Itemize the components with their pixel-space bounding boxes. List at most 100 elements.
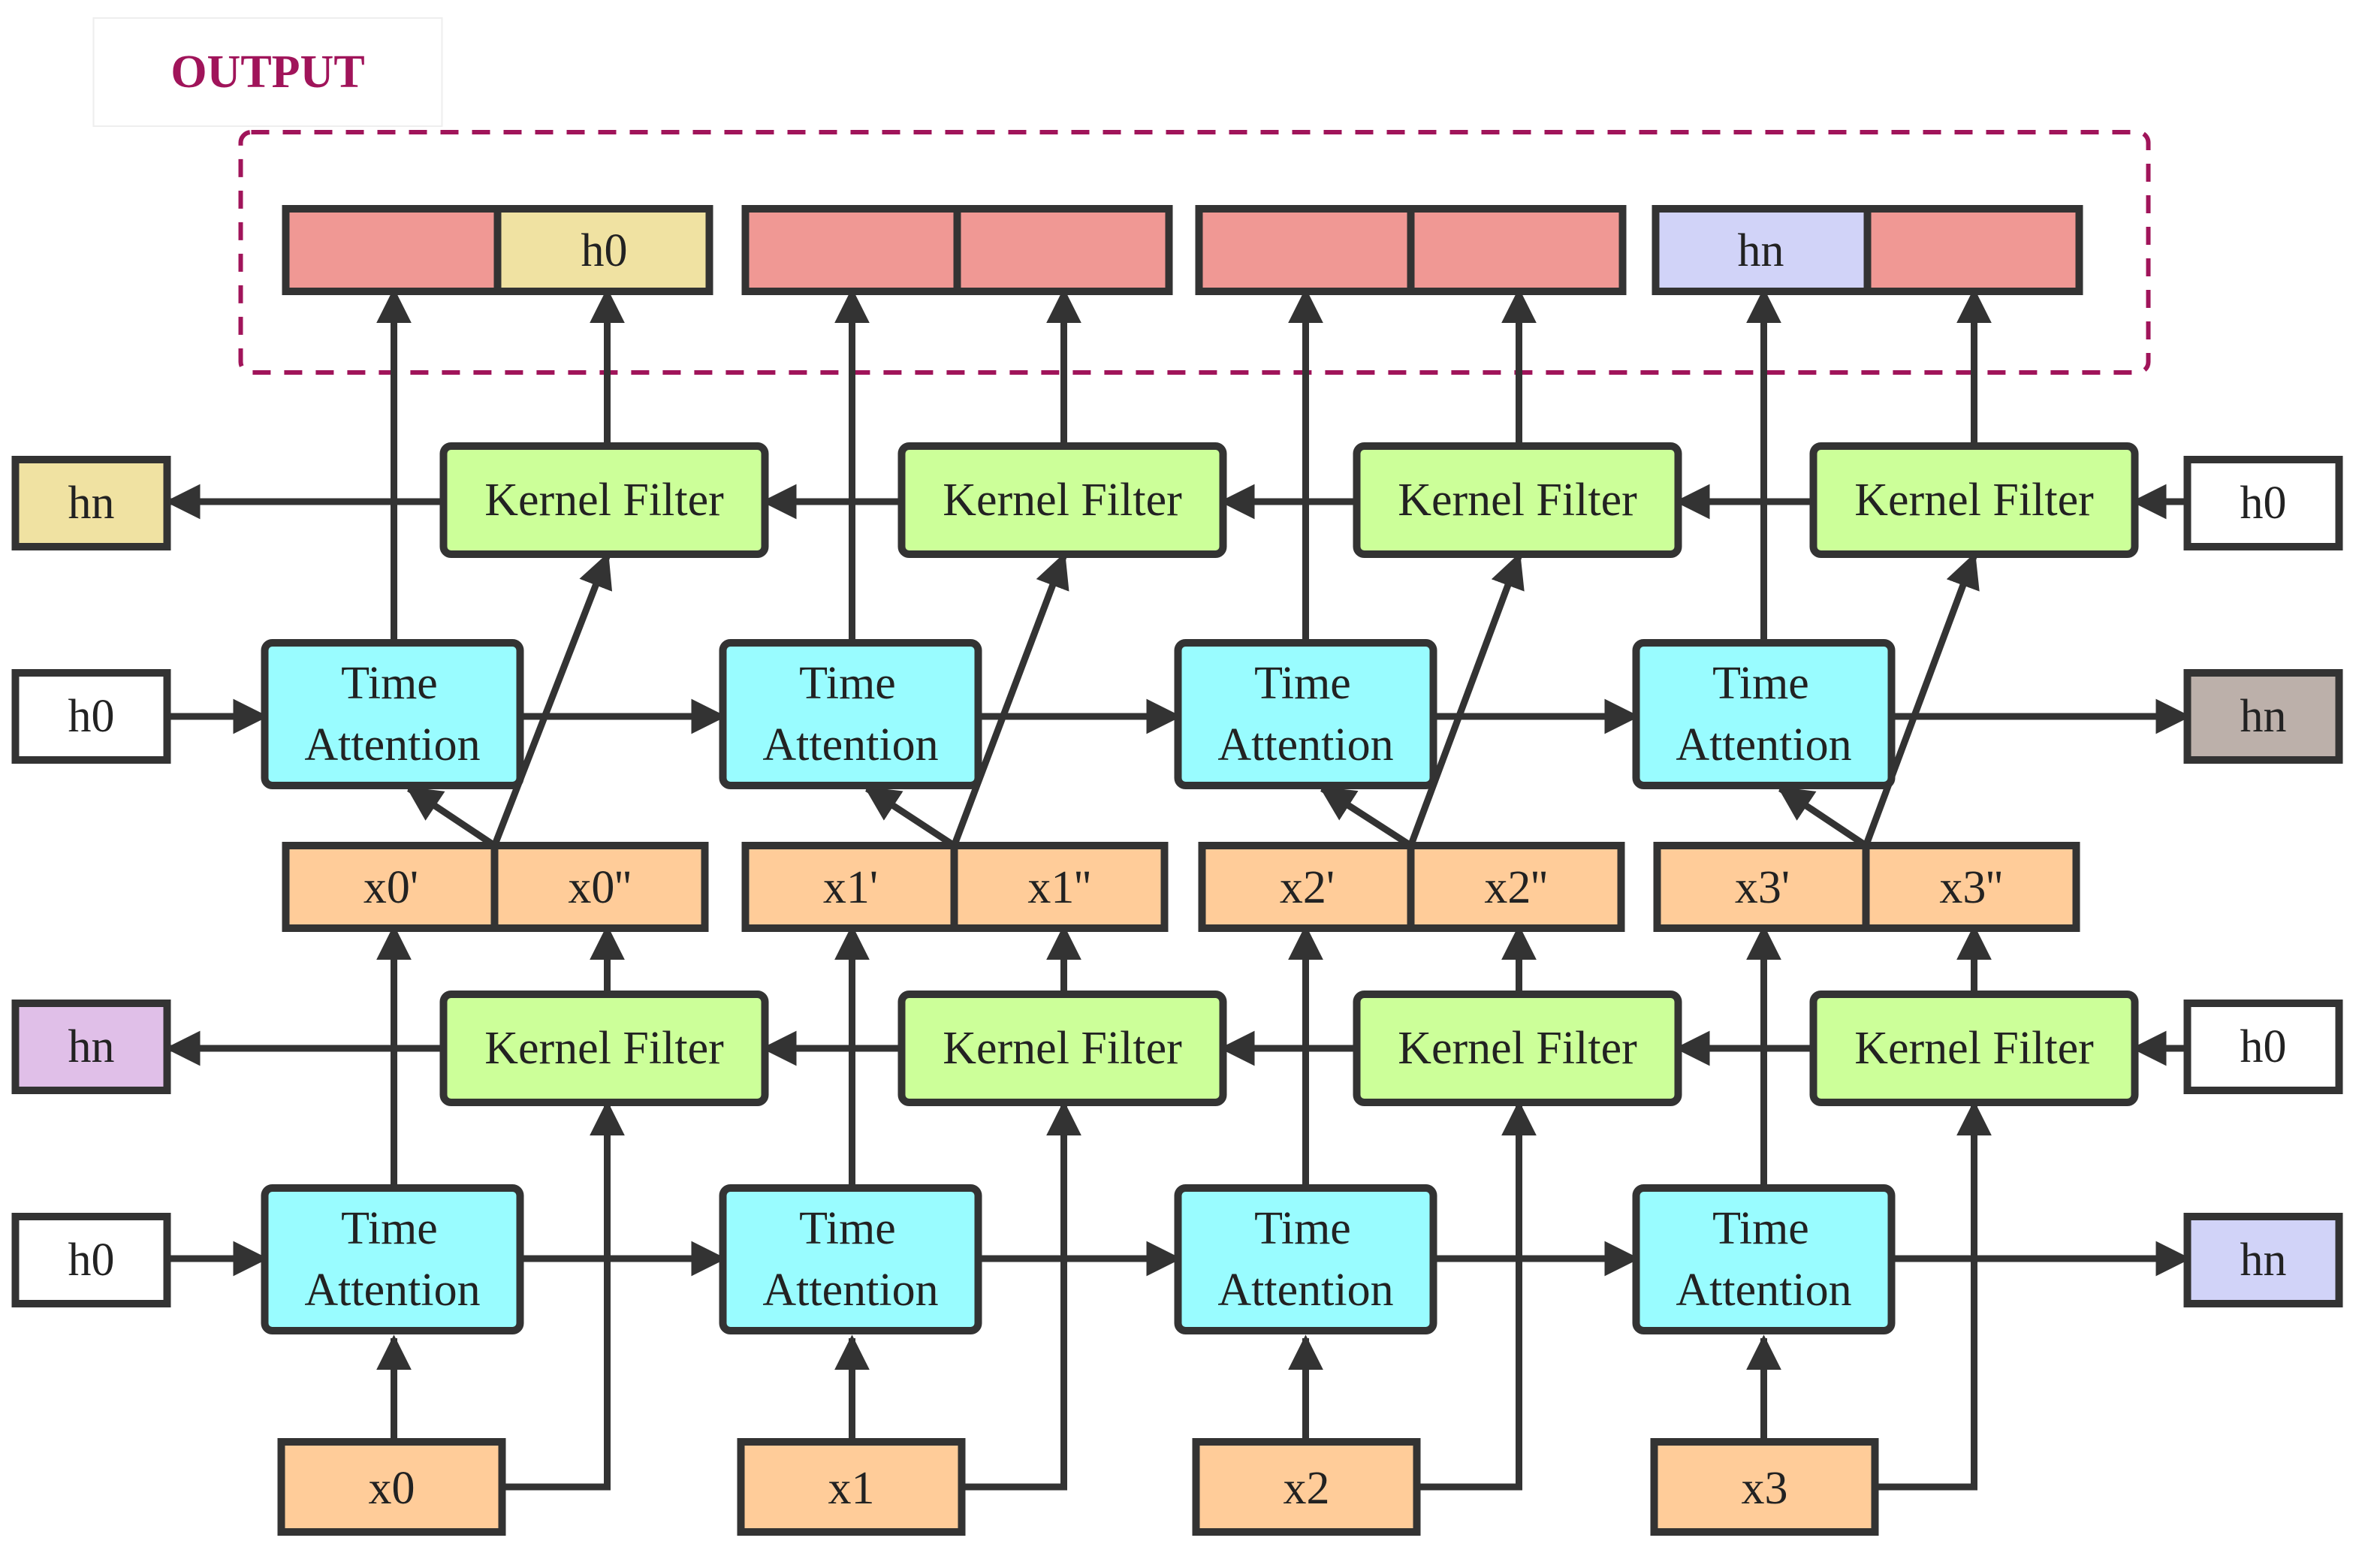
output-cell-0-right-label: h0 (581, 225, 628, 276)
upper-kernel-filter-2-label: Kernel Filter (1398, 475, 1637, 526)
output-cell-2-right (1407, 205, 1627, 295)
lower-kernel-filter-0-shape (439, 991, 769, 1106)
input-x0: x0 (277, 1438, 506, 1536)
lower-time-attention-2-shape (1174, 1184, 1437, 1334)
lower-kernel-output-state-label: hn (68, 1021, 115, 1072)
lower-kernel-output-state-shape (11, 1000, 171, 1094)
upper-time-attention-3-line2: Attention (1676, 719, 1851, 770)
lower-time-attention-3-line2: Attention (1676, 1265, 1851, 1316)
input-x2-label: x2 (1284, 1463, 1330, 1514)
input-x0-label: x0 (369, 1463, 415, 1514)
lower-time-attention-1-shape (719, 1184, 982, 1334)
output-cell-0-right (493, 205, 713, 295)
output-cell-1 (741, 205, 1173, 295)
lower-kernel-filter-1: Kernel Filter (897, 991, 1227, 1106)
split-feature-1-secondary: x1'' (1027, 862, 1090, 913)
split-feature-2-primary: x2' (1280, 862, 1335, 913)
arrow-split-0-to-upper-kernel (491, 552, 613, 847)
arrow-split-3-to-upper-attention (1777, 786, 1868, 849)
lower-time-attention-0-line2: Attention (304, 1265, 480, 1316)
input-x3: x3 (1650, 1438, 1879, 1536)
lower-kernel-filter-3-label: Kernel Filter (1854, 1023, 2094, 1074)
lower-kernel-filter-2-shape (1353, 991, 1682, 1106)
title-background (92, 17, 443, 127)
upper-kernel-input-state-label: h0 (2240, 478, 2287, 529)
upper-time-attention-0-line1: Time (341, 658, 438, 709)
split-feature-3: x3' x3'' (1653, 842, 2080, 932)
lower-kernel-filter-3: Kernel Filter (1809, 991, 2139, 1106)
upper-time-attention-1-shape (719, 639, 982, 789)
split-feature-1-primary: x1' (823, 862, 878, 913)
input-x3-shape (1650, 1438, 1879, 1536)
lower-time-attention-0-line1: Time (341, 1203, 438, 1254)
upper-attention-input-state-shape (11, 669, 171, 764)
arrow-x1-to-lower-kernel (961, 1100, 1081, 1491)
input-x2: x2 (1192, 1438, 1421, 1536)
split-feature-0-primary: x0' (363, 862, 418, 913)
split-feature-3-primary: x3' (1735, 862, 1790, 913)
lower-attention-input-state-label: h0 (68, 1235, 115, 1286)
input-x0-shape (277, 1438, 506, 1536)
output-cell-3-left-label: hn (1738, 225, 1784, 276)
lower-kernel-filter-2-label: Kernel Filter (1398, 1023, 1637, 1074)
split-feature-0: x0' x0'' (282, 842, 709, 932)
upper-kernel-filter-2-shape (1353, 442, 1682, 558)
output-cell-1-right (953, 205, 1173, 295)
upper-kernel-filter-0-label: Kernel Filter (484, 475, 724, 526)
upper-kernel-filter-3-shape (1809, 442, 2139, 558)
upper-kernel-input-state-shape (2183, 456, 2343, 550)
lower-time-attention-2-line2: Attention (1217, 1265, 1393, 1316)
connection-arrows (164, 288, 2192, 1491)
arrow-split-2-to-upper-attention (1319, 786, 1413, 849)
lower-kernel-filter-1-label: Kernel Filter (943, 1023, 1182, 1074)
output-cell-2 (1195, 205, 1627, 295)
output-cell-3-right (1863, 205, 2083, 295)
arrow-split-2-to-upper-kernel (1407, 552, 1525, 847)
split-feature-1: x1' x1'' (741, 842, 1169, 932)
split-feature-2: x2'x2'' (1198, 842, 1625, 932)
upper-time-attention-0-shape (261, 639, 524, 789)
arrow-split-0-to-upper-attention (406, 786, 496, 849)
upper-time-attention-2-line1: Time (1254, 658, 1351, 709)
lower-kernel-filter-0-label: Kernel Filter (484, 1023, 724, 1074)
lower-kernel-filter-2: Kernel Filter (1353, 991, 1682, 1106)
split-feature-3-secondary: x3'' (1939, 862, 2002, 913)
input-x2-shape (1192, 1438, 1421, 1536)
lower-kernel-filter-1-shape (897, 991, 1227, 1106)
upper-kernel-filter-1: Kernel Filter (897, 442, 1227, 558)
arrow-split-1-to-upper-attention (864, 786, 956, 849)
lower-time-attention-2-line1: Time (1254, 1203, 1351, 1254)
upper-kernel-filter-0-shape (439, 442, 769, 558)
arrow-x0-to-lower-kernel (502, 1100, 625, 1491)
lower-kernel-filter-0: Kernel Filter (439, 991, 769, 1106)
upper-kernel-filter-3: Kernel Filter (1809, 442, 2139, 558)
input-x1-label: x1 (828, 1463, 875, 1514)
lower-kernel-filter-3-shape (1809, 991, 2139, 1106)
lower-attention-output-state-label: hn (2240, 1235, 2287, 1286)
split-feature-0-secondary: x0'' (568, 862, 631, 913)
upper-kernel-output-state-label: hn (68, 478, 115, 529)
upper-time-attention-2-line2: Attention (1217, 719, 1393, 770)
output-cell-3: hn (1652, 205, 2083, 295)
lower-attention-output-state-shape (2183, 1213, 2343, 1307)
upper-kernel-filter-2: Kernel Filter (1353, 442, 1682, 558)
lower-time-attention-0-shape (261, 1184, 524, 1334)
upper-time-attention-1-line1: Time (799, 658, 896, 709)
upper-time-attention-2-shape (1174, 639, 1437, 789)
lower-kernel-input-state-shape (2183, 1000, 2343, 1094)
upper-kernel-filter-3-label: Kernel Filter (1854, 475, 2094, 526)
upper-time-attention-1-line2: Attention (762, 719, 938, 770)
upper-kernel-filter-0: Kernel Filter (439, 442, 769, 558)
lower-attention-input-state: h0 (11, 1213, 171, 1307)
lower-attention-input-state-shape (11, 1213, 171, 1307)
input-x1-shape (737, 1438, 966, 1536)
arrow-split-1-to-upper-kernel (951, 552, 1069, 847)
upper-kernel-output-state: hn (11, 456, 171, 550)
